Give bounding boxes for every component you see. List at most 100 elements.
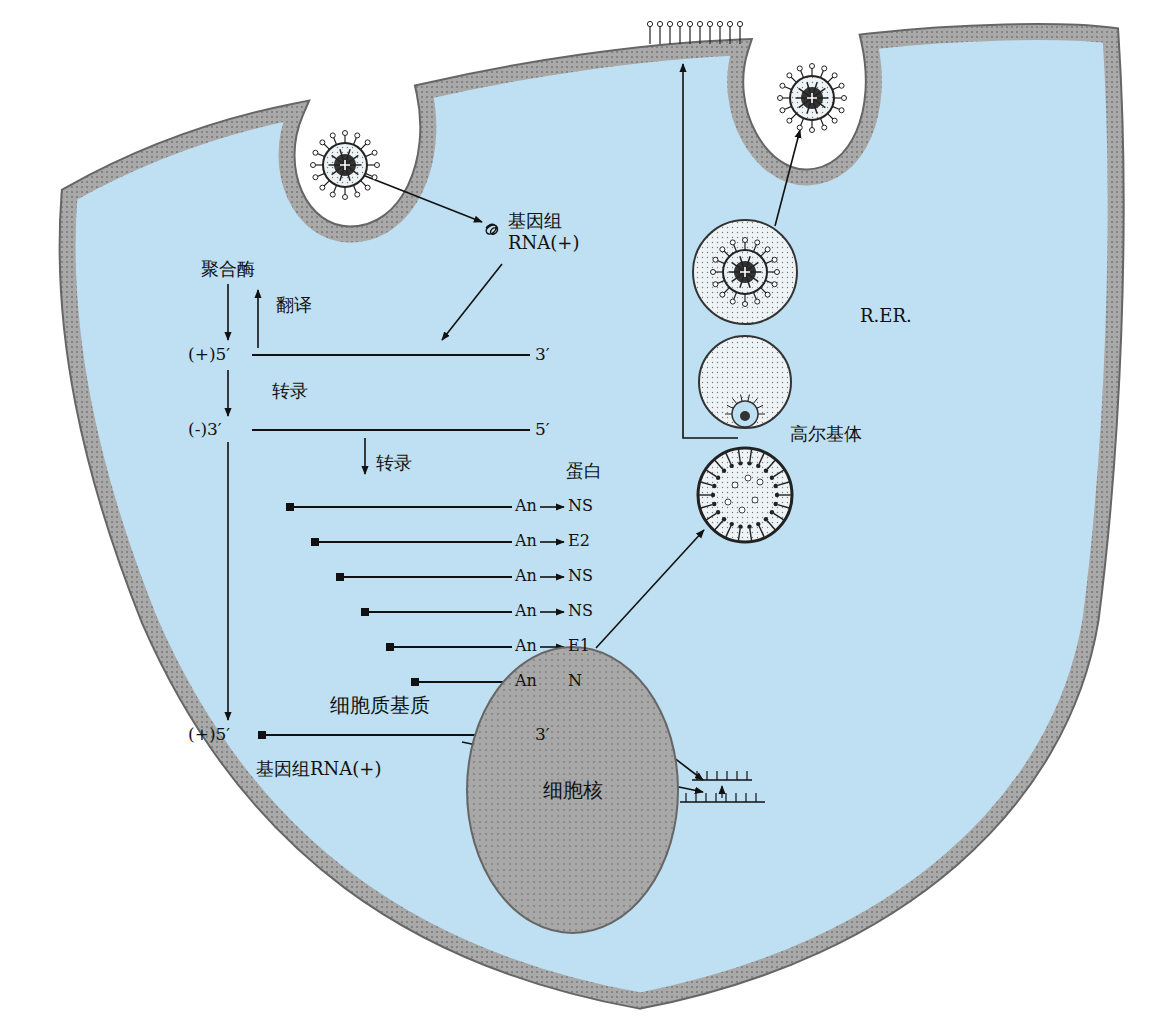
spike	[774, 470, 784, 476]
particle	[745, 475, 751, 481]
label-slot: E2	[568, 531, 590, 550]
spike	[317, 173, 324, 176]
virion	[311, 131, 380, 200]
spike	[344, 187, 345, 195]
e1-arrow	[596, 530, 704, 648]
spike	[738, 529, 740, 541]
transcription-arrow	[364, 438, 366, 474]
spike-head	[355, 192, 360, 197]
spike-head	[343, 131, 348, 136]
spike-head	[765, 292, 770, 297]
spike-head	[775, 493, 779, 497]
spike-head	[713, 257, 718, 262]
label-slot: An	[515, 601, 537, 620]
spike-head	[810, 64, 815, 69]
spike-head	[713, 282, 718, 287]
spike	[334, 185, 337, 192]
spike	[719, 26, 720, 44]
particle	[739, 507, 745, 513]
comb-tick	[755, 793, 756, 802]
spike	[706, 513, 716, 519]
spike	[748, 395, 750, 402]
spike-head	[711, 270, 716, 275]
entry-arrow	[350, 170, 482, 222]
capsid-ray	[812, 88, 825, 98]
diagram-label: 转录	[272, 380, 308, 402]
spike	[353, 185, 356, 192]
spike	[689, 26, 690, 44]
spike	[774, 513, 784, 519]
spike	[315, 164, 323, 165]
protein-arrow	[540, 576, 564, 578]
plus-strand	[252, 354, 530, 356]
spike	[317, 154, 324, 157]
label-slot: An	[515, 671, 537, 690]
label-slot: R.ER.	[860, 305, 912, 327]
spike-head	[839, 83, 844, 88]
spike	[784, 106, 791, 109]
spike-head	[738, 461, 742, 465]
comb-tick	[726, 771, 727, 780]
rna-comb	[680, 801, 765, 803]
spike-head	[842, 96, 847, 101]
spike	[801, 118, 804, 125]
spike-head	[313, 150, 318, 155]
mrna-line	[294, 506, 512, 508]
spike	[324, 181, 330, 187]
spike-head	[372, 150, 377, 155]
spike-head	[355, 133, 360, 138]
diagram-label: 聚合酶	[201, 258, 255, 280]
spike	[361, 181, 367, 187]
spike	[767, 460, 775, 469]
spike	[753, 292, 756, 299]
membrane	[68, 33, 1115, 1000]
nucleus-shape	[467, 647, 678, 933]
spike-head	[730, 299, 735, 304]
spike	[738, 449, 740, 461]
spike-head	[775, 270, 780, 275]
spike-head	[810, 128, 815, 133]
diagram-label: NS	[568, 566, 593, 585]
label-slot: An	[515, 566, 537, 585]
spike	[701, 505, 713, 508]
membrane-edge	[68, 33, 1115, 1000]
spike-head	[743, 238, 748, 243]
spike	[699, 494, 711, 495]
spike	[367, 164, 375, 165]
spike-head	[738, 524, 742, 528]
spike	[758, 414, 765, 415]
spike	[832, 87, 839, 90]
spike	[361, 144, 367, 150]
spike-head	[712, 502, 716, 506]
spike	[765, 261, 772, 264]
diagram-label: N	[568, 671, 582, 690]
membrane-spikes	[647, 21, 742, 44]
spike	[365, 173, 372, 176]
spike-head	[797, 125, 802, 130]
plus-mark	[740, 267, 750, 277]
diagram-label: (+)5′	[188, 344, 230, 364]
spike-head	[780, 108, 785, 113]
text-holder: 细胞核	[543, 777, 603, 804]
spike-head	[730, 522, 734, 526]
label-slot: NS	[568, 496, 593, 515]
spike	[715, 521, 723, 530]
diagram-label: An	[515, 496, 537, 515]
mrna-line	[419, 681, 512, 683]
label-slot: 翻译	[276, 294, 312, 316]
spike-head	[707, 21, 712, 26]
node-text: 细胞核	[543, 777, 603, 804]
label-slot: 蛋白	[566, 460, 602, 482]
spike	[744, 242, 745, 250]
spike-head	[667, 21, 672, 26]
label-slot: (-)3′	[188, 419, 222, 439]
spike-head	[797, 66, 802, 71]
spike	[726, 453, 731, 464]
spike-head	[697, 21, 702, 26]
particle	[725, 499, 731, 505]
spike-head	[320, 185, 325, 190]
budding-notch	[732, 401, 758, 427]
comb-tick	[746, 771, 747, 780]
spike-head	[770, 475, 774, 479]
